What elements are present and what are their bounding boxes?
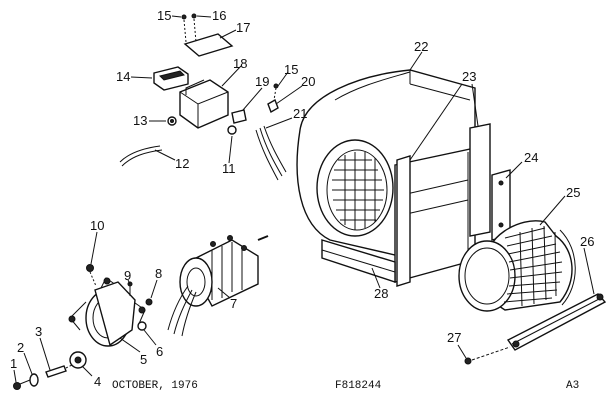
callout-9: 9 [124, 268, 131, 283]
motor-mount [68, 277, 146, 347]
footer-date: OCTOBER, 1976 [112, 380, 198, 392]
callout-10: 10 [90, 218, 104, 233]
blower-housing [296, 69, 491, 287]
screw-27 [464, 346, 511, 365]
callout-28: 28 [374, 286, 388, 301]
callout-21: 21 [293, 106, 307, 121]
callout-labels: 1 2 3 4 5 6 7 8 9 10 11 12 13 14 15 16 1… [10, 8, 594, 389]
callout-3: 3 [35, 324, 42, 339]
callout-17: 17 [236, 20, 250, 35]
callout-15a: 15 [157, 8, 171, 23]
callout-18: 18 [233, 56, 247, 71]
callout-8: 8 [155, 266, 162, 281]
callout-16: 16 [212, 8, 226, 23]
callout-25: 25 [566, 185, 580, 200]
callout-11: 11 [222, 161, 236, 176]
footer-sheet: A3 [566, 380, 579, 392]
callout-24: 24 [524, 150, 538, 165]
callout-13: 13 [133, 113, 147, 128]
callout-7: 7 [230, 296, 237, 311]
blower-motor [167, 235, 269, 337]
callout-1: 1 [10, 356, 17, 371]
callout-14: 14 [116, 69, 130, 84]
callout-15b: 15 [284, 62, 298, 77]
callout-27: 27 [447, 330, 461, 345]
callout-23: 23 [462, 69, 476, 84]
callout-26: 26 [580, 234, 594, 249]
callout-12: 12 [175, 156, 189, 171]
drawing-footer: OCTOBER, 1976 F818244 A3 [112, 380, 579, 392]
callout-5: 5 [140, 352, 147, 367]
leader-lines [13, 15, 595, 383]
wheel-blades [503, 225, 563, 307]
cutoff-panel [506, 293, 607, 351]
footer-drawing-number: F818244 [335, 380, 382, 392]
callout-22: 22 [414, 39, 428, 54]
hardware-parts [13, 264, 153, 390]
inlet-grill [332, 152, 384, 230]
callout-2: 2 [17, 340, 24, 355]
blower-wheel [458, 220, 576, 312]
callout-20: 20 [301, 74, 315, 89]
control-assembly [119, 13, 287, 181]
callout-19: 19 [255, 74, 269, 89]
callout-6: 6 [156, 344, 163, 359]
callout-4: 4 [94, 374, 101, 389]
